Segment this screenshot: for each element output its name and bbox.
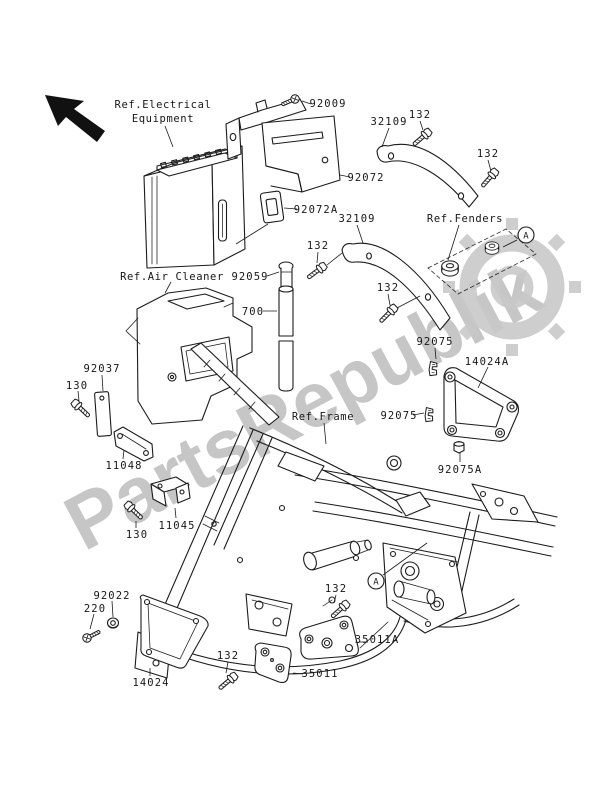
- bolt-132-3: [304, 260, 329, 283]
- label-92022: 92022: [93, 590, 130, 602]
- side-cover-14024: [139, 594, 209, 669]
- fender-grommet-set: [427, 228, 537, 295]
- bracket-35011a: [299, 615, 359, 660]
- cover-14024a: [443, 367, 520, 442]
- direction-arrow-icon: [45, 95, 105, 142]
- label-14024a: 14024A: [465, 356, 510, 368]
- label-92037: 92037: [83, 363, 120, 375]
- label-92072a: 92072A: [294, 204, 339, 216]
- label-92059: 92059: [231, 271, 268, 283]
- label-ref-frame: Ref.Frame: [292, 411, 354, 423]
- label-11045: 11045: [158, 520, 195, 532]
- label-32109-upper: 32109: [370, 116, 407, 128]
- damper-92072a: [259, 190, 285, 224]
- label-35011: 35011: [301, 668, 338, 680]
- label-92075-lower: 92075: [380, 410, 417, 422]
- tube-700: [278, 285, 294, 392]
- label-ref-electrical-1: Ref.Electrical: [115, 99, 212, 111]
- label-92072: 92072: [347, 172, 384, 184]
- nut-92075a: [453, 440, 465, 454]
- part-labels: Ref.Electrical Equipment Ref.Air Cleaner…: [66, 98, 510, 689]
- label-32109-lower: 32109: [338, 213, 375, 225]
- clip-92075-lower: [423, 406, 435, 423]
- callout-a-frame-letter: A: [373, 578, 379, 588]
- bracket-92072: [225, 98, 341, 193]
- washer-92022: [106, 617, 120, 629]
- callout-a-fenders-letter: A: [523, 232, 529, 242]
- label-132-3: 132: [307, 240, 329, 252]
- leader-lines: [77, 100, 518, 676]
- label-ref-air-cleaner: Ref.Air Cleaner: [120, 271, 224, 283]
- label-132-5: 132: [217, 650, 239, 662]
- label-11048: 11048: [105, 460, 142, 472]
- label-92009: 92009: [309, 98, 346, 110]
- label-92075a: 92075A: [438, 464, 483, 476]
- label-132-6: 132: [325, 583, 347, 595]
- callout-a-frame: A: [367, 572, 385, 590]
- air-cleaner-housing: [125, 287, 280, 426]
- screw-220: [80, 627, 103, 645]
- bracket-11045: [150, 476, 191, 507]
- label-130-2: 130: [126, 529, 148, 541]
- label-220: 220: [84, 603, 106, 615]
- bolt-132-5: [215, 670, 240, 693]
- label-700: 700: [242, 306, 264, 318]
- bolt-132-2: [478, 166, 501, 190]
- label-14024: 14024: [132, 677, 169, 689]
- label-92075-upper: 92075: [416, 336, 453, 348]
- battery: [143, 145, 246, 269]
- stay-32109-lower: [341, 242, 451, 331]
- label-130-1: 130: [66, 380, 88, 392]
- bolt-132-1: [410, 126, 434, 149]
- bracket-35011: [254, 642, 292, 683]
- damper-92037: [94, 391, 112, 437]
- label-132-4: 132: [377, 282, 399, 294]
- label-ref-electrical-2: Equipment: [132, 113, 194, 125]
- watermark-gear-icon: [443, 218, 581, 356]
- bracket-11048: [113, 426, 154, 462]
- diagram-line-art: [45, 92, 558, 693]
- stay-32109-upper: [376, 143, 479, 208]
- label-ref-fenders: Ref.Fenders: [427, 213, 503, 225]
- label-35011a: 35011A: [355, 634, 400, 646]
- label-132-1: 132: [409, 109, 431, 121]
- label-132-2: 132: [477, 148, 499, 160]
- callout-a-fenders: A: [517, 226, 535, 244]
- bolt-130-1: [69, 397, 93, 421]
